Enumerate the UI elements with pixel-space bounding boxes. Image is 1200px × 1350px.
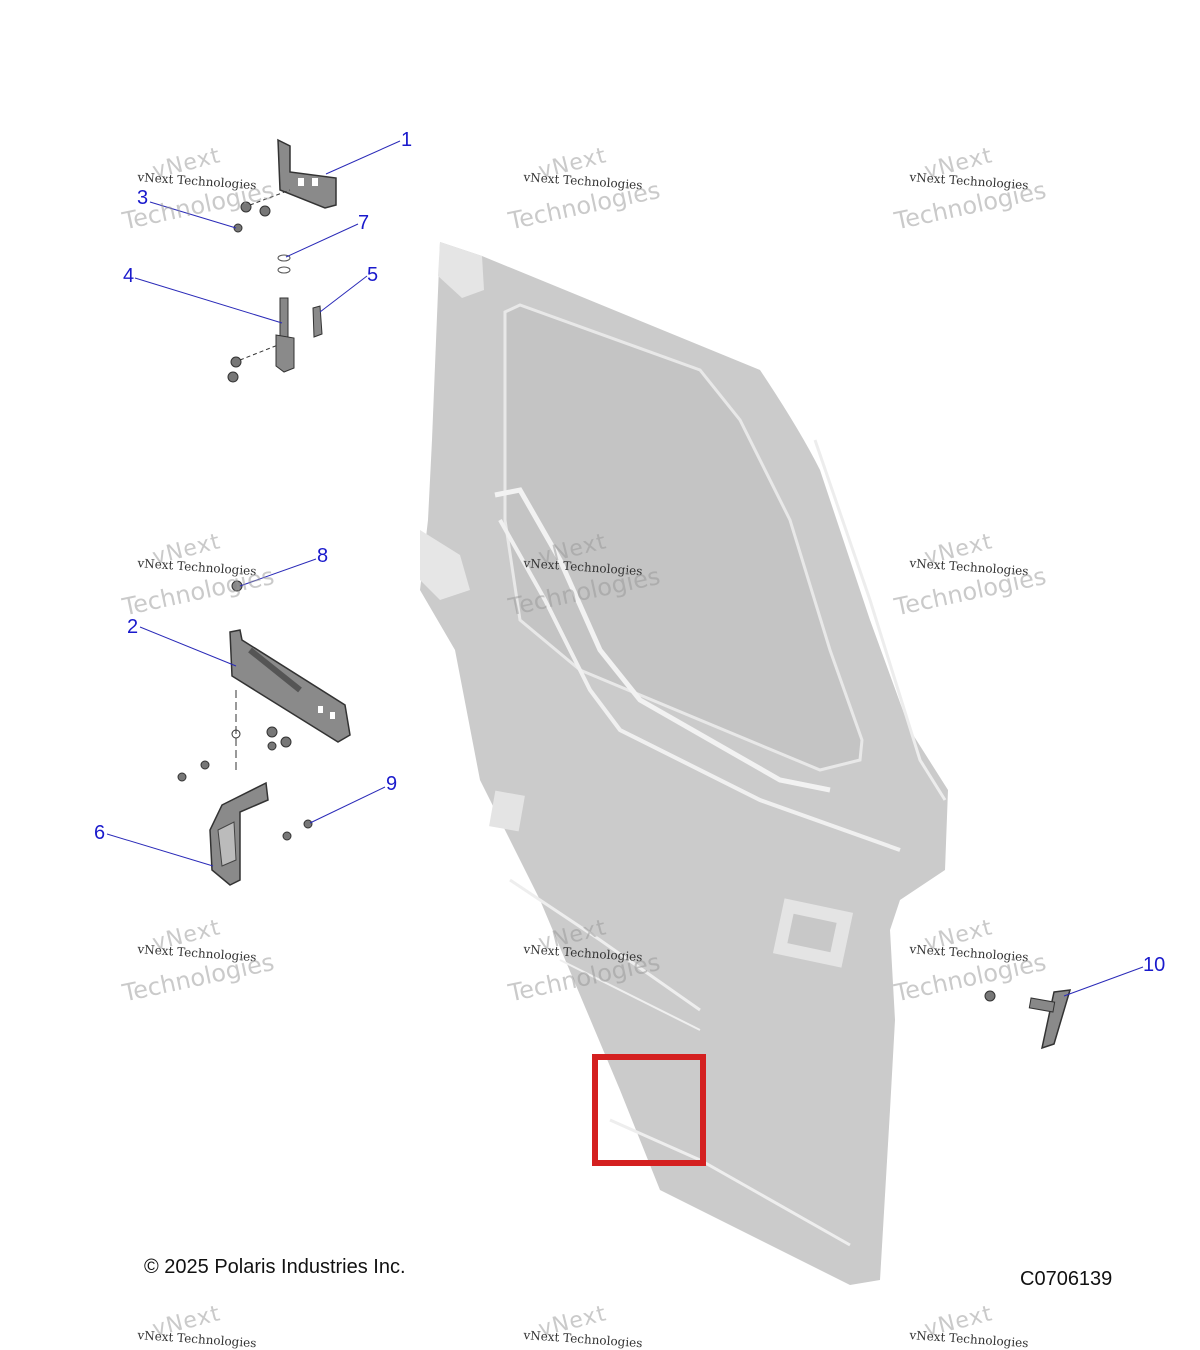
part-4-hinge-pin xyxy=(227,297,295,383)
callout-4: 4 xyxy=(123,265,134,287)
callout-2: 2 xyxy=(127,616,138,638)
part-7-washers xyxy=(277,254,291,274)
part-3-bolts xyxy=(233,189,291,233)
part-8-nut xyxy=(231,580,243,592)
door-panel xyxy=(420,242,948,1285)
callout-8: 8 xyxy=(317,545,328,567)
callout-1: 1 xyxy=(401,129,412,151)
part-9-fasteners xyxy=(282,819,313,841)
callout-9: 9 xyxy=(386,773,397,795)
callout-7: 7 xyxy=(358,212,369,234)
part-6-hinge-mount xyxy=(209,781,269,886)
part-2-lower-hinge-bracket xyxy=(177,629,351,782)
part-5-hinge-plate xyxy=(312,305,323,338)
callout-5: 5 xyxy=(367,264,378,286)
callout-6: 6 xyxy=(94,822,105,844)
diagram-id: C0706139 xyxy=(1020,1268,1113,1290)
callout-10: 10 xyxy=(1143,954,1165,976)
leader-lines xyxy=(106,140,1144,997)
part-10-door-striker xyxy=(984,989,1072,1050)
highlight-box xyxy=(592,1054,706,1166)
callout-numbers: 1 3 7 4 5 8 2 9 6 10 xyxy=(94,129,1165,976)
copyright-text: © 2025 Polaris Industries Inc. xyxy=(144,1256,406,1278)
part-1-upper-hinge-bracket xyxy=(277,138,337,209)
callout-3: 3 xyxy=(137,187,148,209)
